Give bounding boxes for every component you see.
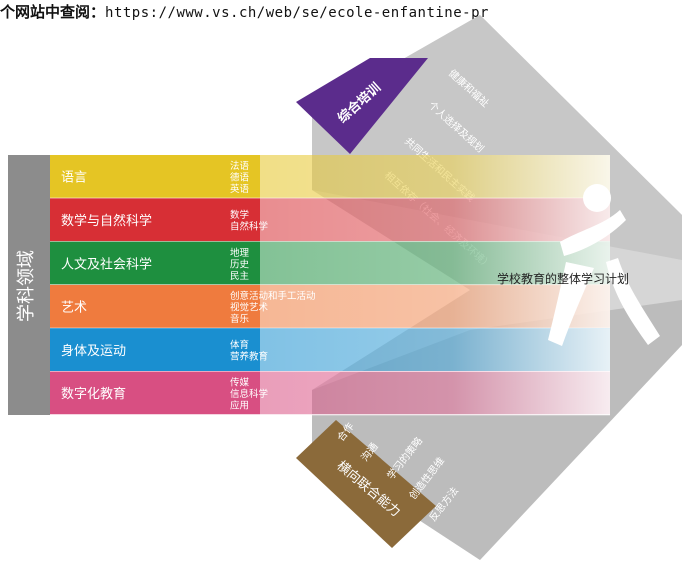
domain-row-fade <box>260 371 610 415</box>
general-training-banner <box>296 58 428 154</box>
transversal-header: 横向联合能力 <box>296 420 436 548</box>
domain-label: 身体及运动 <box>61 343 126 359</box>
domain-row-fade <box>260 198 610 242</box>
domain-label: 人文及社会科学 <box>61 256 152 272</box>
domain-label: 数学与自然科学 <box>61 213 152 229</box>
domain-item: 音乐 <box>230 313 250 325</box>
domain-item: 信息科学 <box>230 388 268 400</box>
domain-item: 民主 <box>230 270 249 282</box>
domain-label: 数字化教育 <box>61 386 126 402</box>
domain-label: 艺术 <box>61 301 87 316</box>
source-note: 个网站中查阅：https://www.vs.ch/web/se/ecole-en… <box>0 0 489 24</box>
domain-item: 传媒 <box>230 377 250 389</box>
domain-row-fade <box>260 241 610 285</box>
domain-item: 历史 <box>230 258 250 270</box>
domain-item: 视觉艺术 <box>230 302 269 314</box>
domain-item: 自然科学 <box>230 221 268 233</box>
domains-title: 学科领域 <box>16 250 37 322</box>
domain-item: 德语 <box>230 172 250 184</box>
source-prefix: 个网站中查阅： <box>0 3 106 21</box>
domain-row-bg <box>50 371 260 415</box>
transversal-banner <box>296 420 436 548</box>
figure-head <box>583 184 611 212</box>
domain-label: 语言 <box>61 171 87 186</box>
domains-title-bg <box>8 155 50 415</box>
figure-left-leg <box>548 262 594 346</box>
general-training-header: 综合培训 <box>296 58 428 154</box>
domain-item: 应用 <box>230 400 249 412</box>
domain-row-bg <box>50 198 260 242</box>
domain-row-fade <box>260 155 610 199</box>
domain-item: 地理 <box>230 247 250 259</box>
stick-figure-icon <box>548 184 660 346</box>
center-label: 学校教育的整体学习计划 <box>497 271 629 286</box>
domain-item: 英语 <box>230 183 250 195</box>
domain-row-bg <box>50 328 260 372</box>
domain-item: 法语 <box>230 160 250 172</box>
domains-title-band: 学科领域 <box>8 155 50 415</box>
domain-row-bg <box>50 284 260 329</box>
figure-right-leg <box>606 258 660 345</box>
domain-item: 创意活动和手工活动 <box>230 290 316 302</box>
figure-arms <box>560 210 626 256</box>
source-url[interactable]: https://www.vs.ch/web/se/ecole-enfantine… <box>105 5 489 21</box>
domain-row-fade <box>260 284 610 329</box>
domain-item: 数学 <box>230 209 249 221</box>
domain-row-bg <box>50 241 260 285</box>
domain-item: 体育 <box>230 339 249 351</box>
domain-item: 营养教育 <box>230 351 268 363</box>
domain-row-bg <box>50 155 260 199</box>
